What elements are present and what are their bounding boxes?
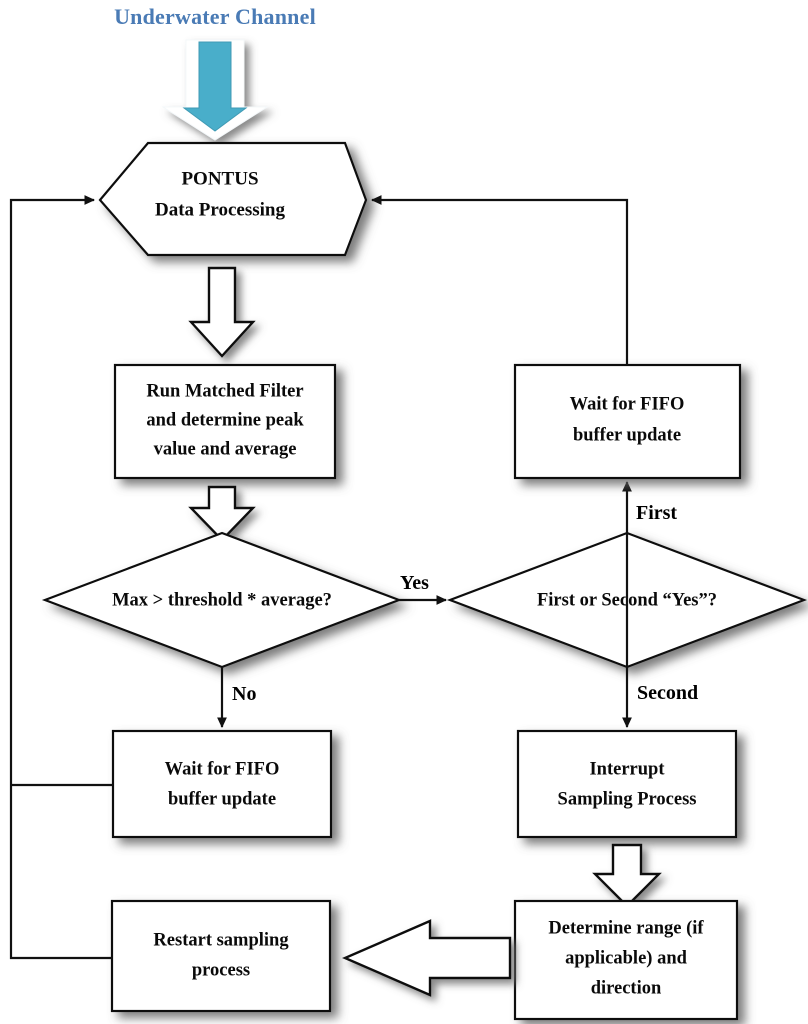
diagram-title: Underwater Channel bbox=[114, 4, 316, 29]
node-restart-sampling: Restart sampling process bbox=[110, 899, 332, 1013]
node-matched-filter-line-1: Run Matched Filter bbox=[146, 381, 303, 401]
node-matched-filter-line-3: value and average bbox=[154, 439, 297, 459]
node-interrupt-sampling-line-2: Sampling Process bbox=[558, 789, 697, 809]
node-pontus-line-2: Data Processing bbox=[155, 199, 285, 220]
edge-label-no: No bbox=[232, 683, 256, 705]
block-arrow-matched-filter-to-threshold bbox=[188, 485, 256, 542]
node-wait-fifo-left-line-2: buffer update bbox=[168, 789, 276, 809]
node-pontus-line-1: PONTUS bbox=[181, 168, 258, 189]
node-restart-sampling-line-2: process bbox=[192, 960, 250, 980]
node-pontus-data-processing: PONTUS Data Processing bbox=[98, 141, 368, 257]
node-wait-fifo-right: Wait for FIFO buffer update bbox=[513, 363, 742, 480]
node-threshold-decision-label: Max > threshold * average? bbox=[112, 590, 332, 610]
node-determine-range-line-2: applicable) and bbox=[565, 948, 688, 968]
edge-wait-fifo-right-to-pontus bbox=[371, 195, 629, 365]
node-wait-fifo-right-line-2: buffer update bbox=[573, 425, 681, 445]
node-run-matched-filter: Run Matched Filter and determine peak va… bbox=[113, 363, 337, 480]
edge-no: No bbox=[217, 667, 256, 728]
node-matched-filter-line-2: and determine peak bbox=[146, 410, 304, 430]
node-interrupt-sampling: Interrupt Sampling Process bbox=[516, 729, 738, 839]
node-wait-fifo-left: Wait for FIFO buffer update bbox=[111, 729, 333, 839]
edge-label-yes: Yes bbox=[400, 572, 429, 594]
edge-label-second: Second bbox=[637, 682, 698, 704]
node-threshold-decision: Max > threshold * average? bbox=[41, 531, 403, 669]
block-arrow-pontus-to-matched-filter bbox=[188, 266, 256, 358]
node-determine-range: Determine range (if applicable) and dire… bbox=[513, 899, 739, 1021]
block-arrow-determine-range-to-restart bbox=[341, 919, 512, 997]
edge-yes: Yes bbox=[399, 572, 447, 605]
edge-label-first: First bbox=[636, 502, 677, 524]
edge-left-feedback-bus bbox=[9, 195, 113, 960]
node-wait-fifo-right-line-1: Wait for FIFO bbox=[570, 394, 685, 414]
node-restart-sampling-line-1: Restart sampling bbox=[153, 930, 289, 950]
node-interrupt-sampling-line-1: Interrupt bbox=[589, 759, 665, 779]
node-wait-fifo-left-line-1: Wait for FIFO bbox=[165, 759, 280, 779]
edge-second: Second bbox=[622, 667, 698, 728]
block-arrow-interrupt-to-determine-range bbox=[592, 843, 662, 908]
edge-first: First bbox=[622, 481, 677, 667]
node-determine-range-line-1: Determine range (if bbox=[548, 918, 704, 938]
underwater-channel-arrow bbox=[161, 39, 269, 141]
node-determine-range-line-3: direction bbox=[591, 978, 662, 998]
